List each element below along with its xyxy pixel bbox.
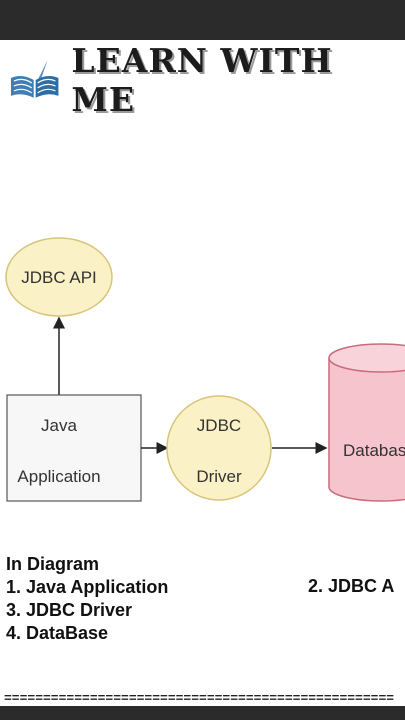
java-application-label-line1: Java bbox=[41, 416, 77, 435]
top-bar bbox=[0, 0, 405, 40]
jdbc-driver-label-line1: JDBC bbox=[197, 416, 241, 435]
divider-line: ========================================… bbox=[4, 692, 395, 706]
java-application-box bbox=[6, 394, 142, 502]
jdbc-api-node bbox=[5, 237, 113, 317]
legend-item: 1. Java Application bbox=[6, 577, 169, 597]
database-cylinder bbox=[328, 343, 405, 502]
jdbc-driver-node bbox=[166, 395, 272, 501]
legend-item: 2. JDBC A bbox=[308, 576, 395, 596]
legend-item: 4. DataBase bbox=[6, 623, 109, 643]
java-application-label-line2: Application bbox=[17, 467, 100, 486]
legend-item: 3. JDBC Driver bbox=[6, 600, 133, 620]
database-label: Database bbox=[343, 441, 405, 460]
bottom-bar bbox=[0, 706, 405, 720]
banner: LEARN WITH ME bbox=[8, 41, 405, 119]
jdbc-api-label: JDBC API bbox=[21, 268, 97, 287]
legend: In Diagram 1. Java Application 3. JDBC D… bbox=[6, 553, 168, 645]
open-book-with-quill-icon bbox=[10, 60, 59, 98]
jdbc-driver-label-line2: Driver bbox=[196, 467, 242, 486]
legend-heading: In Diagram bbox=[6, 554, 100, 574]
banner-title: LEARN WITH ME bbox=[71, 41, 333, 119]
